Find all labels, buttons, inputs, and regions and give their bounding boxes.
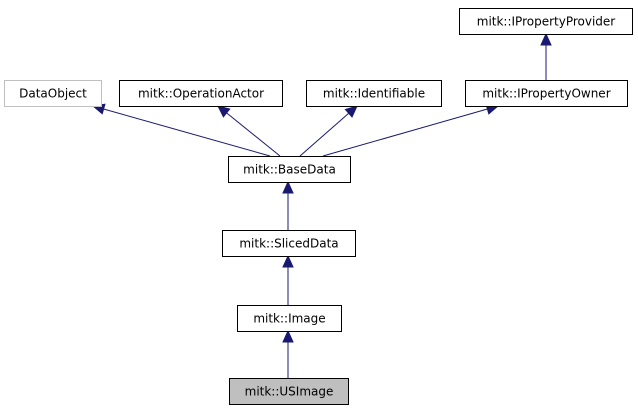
class-node-image[interactable]: mitk::Image	[237, 305, 342, 332]
arrowhead-icon	[540, 32, 552, 46]
edge-line	[226, 112, 281, 157]
class-node-iowner[interactable]: mitk::IPropertyOwner	[465, 80, 628, 107]
class-node-dataobject[interactable]: DataObject	[4, 80, 102, 107]
class-box	[465, 80, 628, 107]
class-box	[306, 80, 442, 107]
class-box	[222, 230, 356, 257]
class-label: mitk::Image	[253, 312, 325, 326]
arrowhead-icon	[282, 254, 294, 268]
arrowhead-icon	[217, 105, 231, 118]
arrowhead-icon	[282, 329, 294, 343]
edge-line	[322, 108, 488, 157]
class-node-identifiable[interactable]: mitk::Identifiable	[306, 80, 442, 107]
edge-sliceddata-to-basedata	[282, 180, 294, 230]
class-label: mitk::IPropertyOwner	[482, 87, 610, 101]
class-label: mitk::USImage	[245, 385, 334, 399]
arrowhead-icon	[282, 180, 294, 194]
edge-image-to-sliceddata	[282, 254, 294, 305]
class-node-sliceddata[interactable]: mitk::SlicedData	[222, 230, 356, 257]
class-label: mitk::BaseData	[243, 163, 336, 177]
arrowhead-icon	[344, 105, 358, 118]
edge-line	[299, 112, 350, 157]
edge-basedata-to-dataobject	[91, 103, 271, 157]
edge-basedata-to-identifiable	[299, 105, 358, 157]
class-label: mitk::Identifiable	[323, 87, 425, 101]
class-box	[229, 378, 349, 405]
class-box	[228, 156, 351, 183]
class-box	[4, 80, 102, 107]
edge-line	[103, 108, 271, 157]
class-label: mitk::OperationActor	[138, 87, 264, 101]
class-node-basedata[interactable]: mitk::BaseData	[228, 156, 351, 183]
class-box	[237, 305, 342, 332]
class-box	[119, 80, 283, 107]
class-box	[459, 8, 633, 35]
class-label: DataObject	[19, 87, 87, 101]
class-label: mitk::SlicedData	[239, 237, 338, 251]
edge-usimage-to-image	[282, 329, 294, 378]
class-node-usimage[interactable]: mitk::USImage	[229, 378, 349, 405]
edge-iowner-to-iprovider	[540, 32, 552, 80]
edge-basedata-to-opactor	[217, 105, 281, 157]
class-label: mitk::IPropertyProvider	[477, 15, 616, 29]
class-node-iprovider[interactable]: mitk::IPropertyProvider	[459, 8, 633, 35]
class-node-opactor[interactable]: mitk::OperationActor	[119, 80, 283, 107]
